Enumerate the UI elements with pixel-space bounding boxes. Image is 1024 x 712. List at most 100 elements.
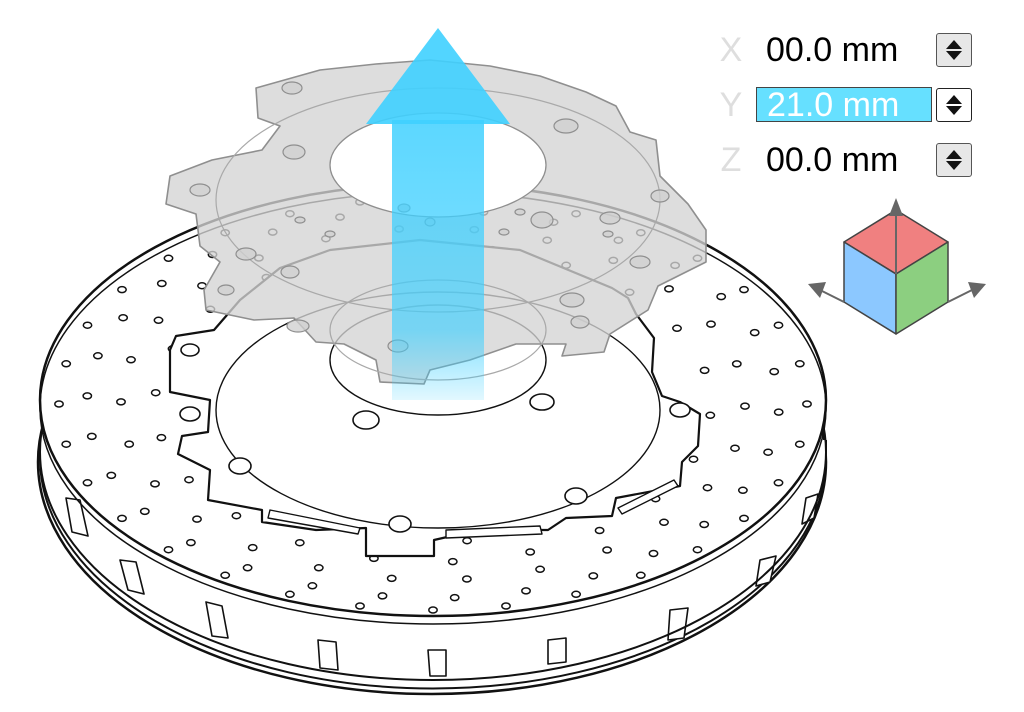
- drilled-hole: [769, 367, 780, 376]
- drilled-hole: [61, 360, 72, 368]
- drilled-hole: [307, 582, 318, 590]
- drilled-hole: [428, 606, 438, 614]
- drilled-hole: [61, 440, 72, 448]
- drilled-hole: [773, 479, 784, 487]
- drilled-hole: [117, 514, 127, 523]
- drilled-hole: [699, 366, 710, 375]
- drilled-hole: [648, 549, 659, 558]
- drilled-hole: [82, 479, 93, 487]
- drilled-hole: [124, 440, 135, 448]
- coordinate-row-x: X 00.0 mm: [716, 30, 980, 70]
- drilled-hole: [521, 587, 531, 595]
- drilled-hole: [692, 545, 703, 554]
- drilled-hole: [635, 571, 646, 580]
- drilled-hole: [672, 324, 682, 333]
- axis-label-z: Z: [720, 141, 742, 179]
- drilled-hole: [185, 538, 196, 547]
- drilled-hole: [139, 507, 150, 516]
- drilled-hole: [525, 548, 536, 556]
- drilled-hole: [117, 285, 127, 294]
- drilled-hole: [116, 398, 126, 406]
- drilled-hole: [763, 448, 774, 456]
- up-arrow-icon[interactable]: [366, 28, 510, 400]
- drilled-hole: [702, 483, 713, 492]
- drilled-hole: [730, 444, 740, 452]
- drilled-hole: [82, 321, 93, 329]
- drilled-hole: [588, 572, 599, 580]
- drilled-hole: [794, 360, 805, 368]
- view-cube-arrow-right: [968, 282, 986, 298]
- drilled-hole: [163, 545, 174, 554]
- view-cube-axis-left: [819, 289, 845, 303]
- drilled-hole: [294, 538, 305, 547]
- drilled-hole: [118, 313, 129, 322]
- drilled-hole: [92, 352, 103, 360]
- drilled-hole: [739, 285, 749, 294]
- drilled-hole: [664, 285, 674, 293]
- drilled-hole: [571, 590, 582, 599]
- x-coordinate-field[interactable]: 00.0 mm: [766, 31, 899, 69]
- drilled-hole: [535, 565, 546, 574]
- drilled-hole: [802, 400, 812, 408]
- view-cube-icon[interactable]: [808, 198, 986, 335]
- drilled-hole: [156, 279, 167, 288]
- drilled-hole: [86, 432, 97, 441]
- drilled-hole: [462, 536, 473, 545]
- x-increment-arrow-icon[interactable]: [946, 40, 962, 49]
- drilled-hole: [659, 518, 669, 527]
- drilled-hole: [739, 514, 749, 523]
- coordinate-row-z: Z 00.0 mm: [716, 140, 980, 180]
- drilled-hole: [386, 574, 397, 583]
- arrow-shaft: [392, 120, 484, 400]
- drilled-hole: [706, 320, 716, 328]
- drilled-hole: [737, 486, 748, 495]
- view-cube-axis-right: [947, 289, 973, 303]
- view-cube-arrow-left: [808, 282, 826, 298]
- z-coordinate-field[interactable]: 00.0 mm: [766, 141, 899, 179]
- drilled-hole: [150, 388, 161, 397]
- drilled-hole: [355, 602, 365, 610]
- coordinate-row-y: Y 21.0 mm: [716, 85, 980, 125]
- drilled-hole: [126, 356, 136, 364]
- drilled-hole: [602, 546, 613, 554]
- drilled-hole: [688, 455, 699, 463]
- drilled-hole: [163, 254, 174, 263]
- drilled-hole: [740, 402, 750, 410]
- drilled-hole: [699, 520, 710, 529]
- x-spinner-arrows-icon[interactable]: [936, 33, 972, 67]
- axis-label-x: X: [719, 31, 743, 69]
- drilled-hole: [242, 564, 253, 572]
- drilled-hole: [705, 411, 716, 420]
- drilled-hole: [773, 408, 784, 416]
- drilled-hole: [284, 590, 295, 599]
- drilled-hole: [150, 480, 160, 488]
- axis-label-y: Y: [719, 86, 743, 124]
- drilled-hole: [231, 511, 242, 520]
- drilled-hole: [749, 328, 760, 337]
- y-increment-arrow-icon[interactable]: [946, 95, 962, 104]
- drilled-hole: [153, 316, 164, 325]
- arrow-head: [366, 28, 510, 124]
- drilled-hole: [106, 471, 117, 480]
- drilled-hole: [461, 575, 472, 583]
- drilled-hole: [184, 475, 194, 484]
- z-increment-arrow-icon[interactable]: [946, 150, 962, 159]
- hub-slot: [267, 509, 361, 535]
- drilled-hole: [447, 557, 458, 566]
- drilled-hole: [247, 543, 258, 552]
- drilled-hole: [501, 602, 511, 610]
- z-spinner-arrows-icon[interactable]: [936, 143, 972, 177]
- drilled-hole: [82, 392, 93, 400]
- view-cube-right-face: [895, 241, 949, 335]
- y-coordinate-field[interactable]: 21.0 mm: [756, 87, 932, 122]
- drilled-hole: [594, 526, 605, 535]
- drilled-hole: [716, 292, 727, 301]
- x-decrement-arrow-icon[interactable]: [946, 51, 962, 60]
- z-decrement-arrow-icon[interactable]: [946, 161, 962, 170]
- hub-bolt-holes: [179, 343, 691, 533]
- drilled-hole: [377, 592, 388, 600]
- y-decrement-arrow-icon[interactable]: [946, 106, 962, 115]
- drilled-hole: [449, 593, 460, 602]
- y-spinner-arrows-icon[interactable]: [936, 88, 972, 122]
